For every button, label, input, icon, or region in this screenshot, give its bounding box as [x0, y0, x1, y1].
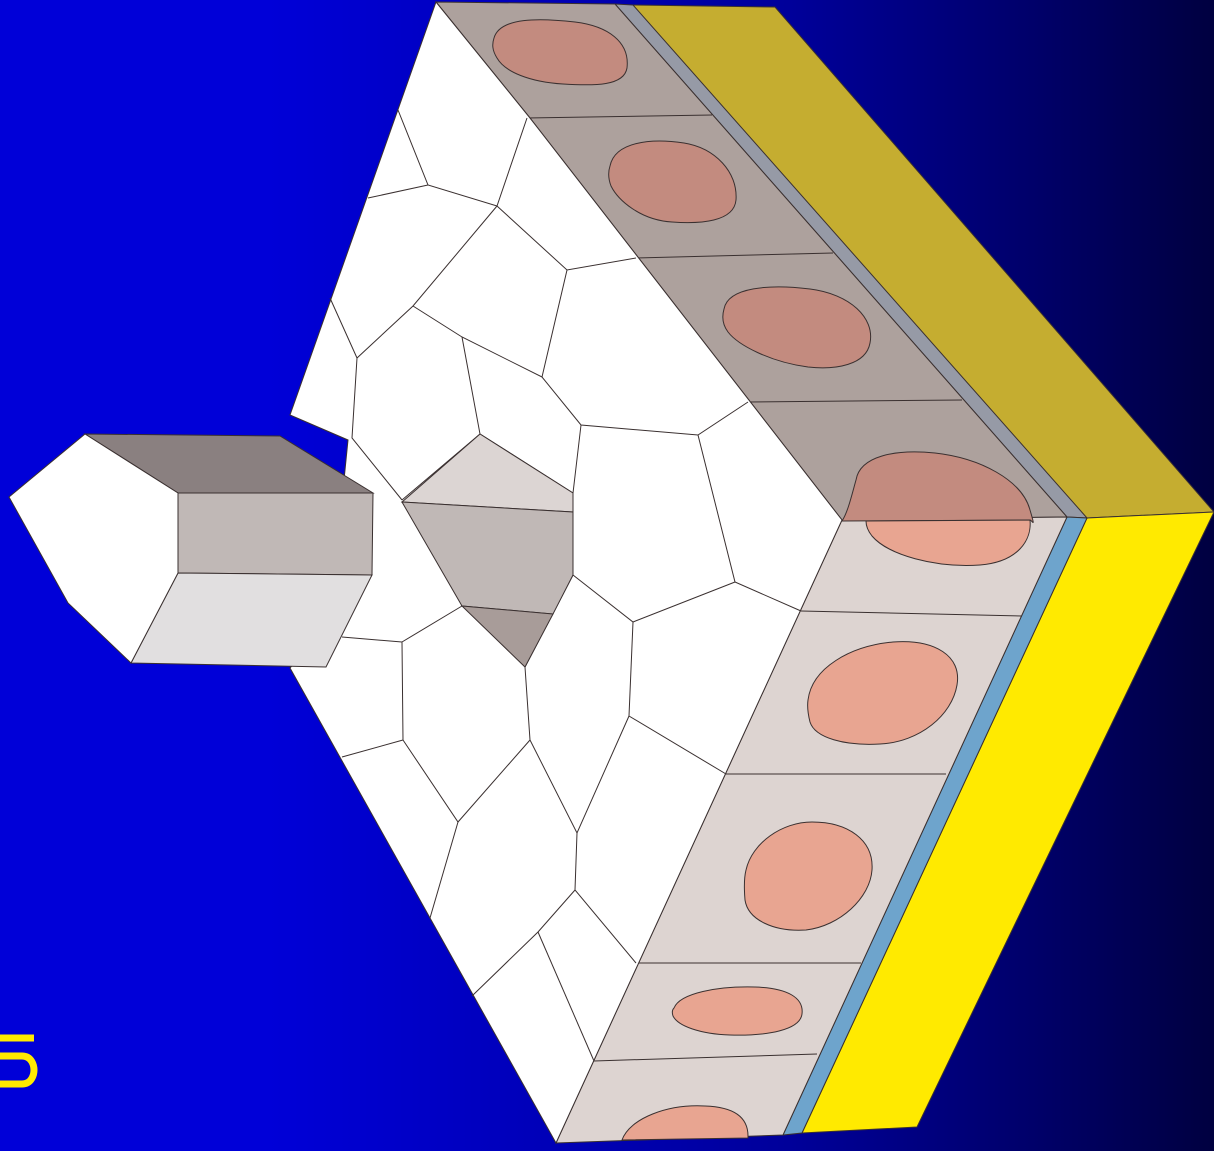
- extracted-cell-side-face: [178, 493, 373, 575]
- edge-glyph-partial: [0, 1028, 42, 1088]
